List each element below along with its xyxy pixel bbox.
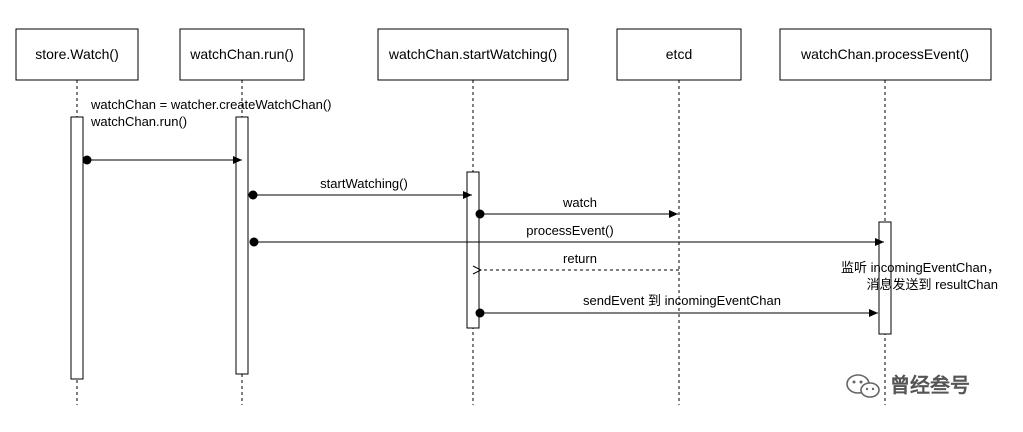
message-label: startWatching() (320, 176, 408, 191)
note-create-watchchan: watchChan = watcher.createWatchChan() (90, 97, 332, 112)
watermark-text: 曾经叁号 (890, 373, 970, 397)
note-listen-incoming: 监听 incomingEventChan， (841, 260, 1000, 275)
message-return: return (481, 251, 679, 270)
message-send-event: sendEvent 到 incomingEventChan (475, 293, 878, 318)
watermark: 曾经叁号 (846, 373, 970, 398)
message-store-to-run (82, 155, 242, 165)
activation-start (466, 171, 480, 329)
activation-proc (878, 221, 892, 335)
message-label: sendEvent 到 incomingEventChan (583, 293, 781, 308)
message-watch: watch (475, 195, 678, 219)
participant-label: watchChan.startWatching() (388, 46, 557, 62)
participant-proc: watchChan.processEvent() (779, 28, 992, 81)
participant-start: watchChan.startWatching() (377, 28, 569, 81)
activation-store (70, 116, 84, 380)
activation-run (235, 116, 249, 375)
message-label: return (563, 251, 597, 266)
wechat-icon (846, 374, 880, 398)
participant-etcd: etcd (616, 28, 742, 81)
participant-run: watchChan.run() (179, 28, 305, 81)
note-send-result: 消息发送到 resultChan (867, 277, 998, 292)
participant-label: store.Watch() (35, 46, 119, 62)
participant-label: watchChan.processEvent() (800, 46, 969, 62)
message-label: processEvent() (526, 223, 613, 238)
participant-store: store.Watch() (15, 28, 139, 81)
note-run-watchchan: watchChan.run() (90, 114, 187, 129)
message-start-watching: startWatching() (248, 176, 472, 200)
message-label: watch (562, 195, 597, 210)
participant-label: watchChan.run() (189, 46, 294, 62)
participant-label: etcd (666, 46, 692, 62)
message-process-event: processEvent() (249, 223, 884, 247)
